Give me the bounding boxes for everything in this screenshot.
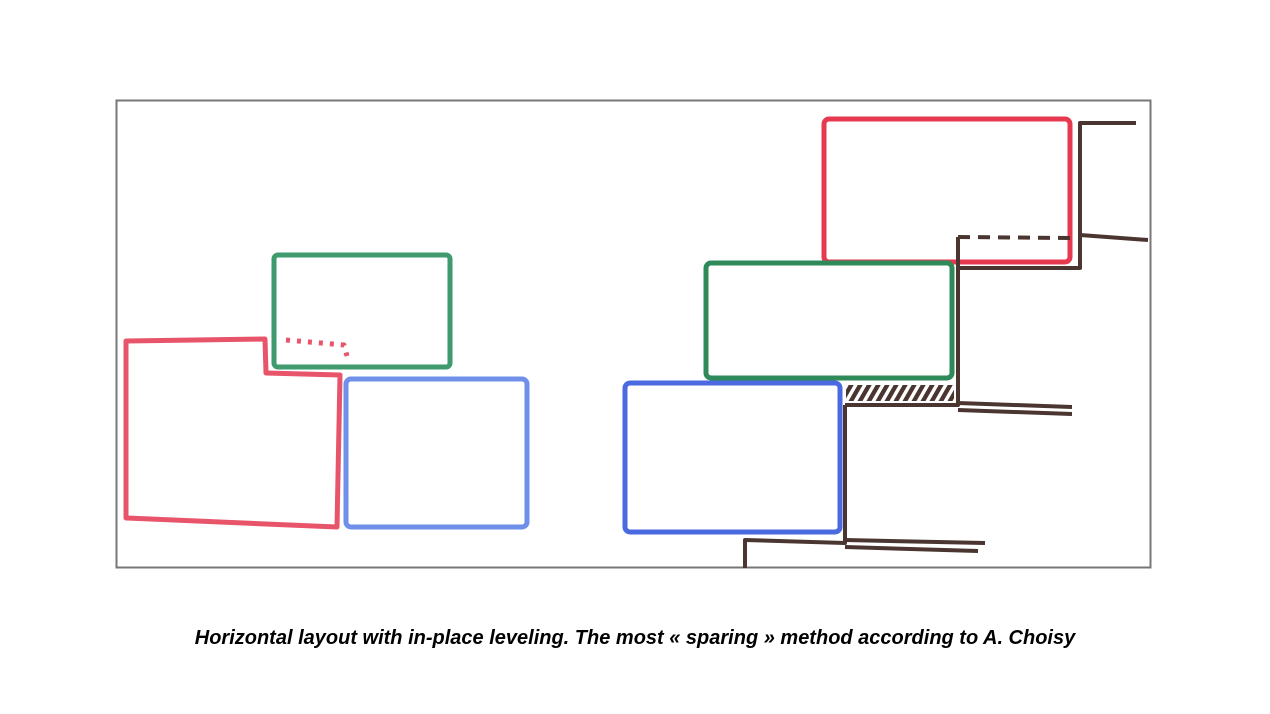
frame — [115, 99, 1152, 569]
left-red-dotted-line — [285, 337, 350, 357]
ground-steps — [743, 121, 1149, 568]
right-blue-block — [622, 380, 843, 535]
right-layout — [622, 116, 1149, 568]
left-blue-block — [343, 376, 530, 530]
left-layout — [123, 252, 530, 530]
right-red-block — [821, 116, 1073, 265]
left-red-block — [123, 336, 343, 530]
figure-caption: Horizontal layout with in-place leveling… — [194, 627, 1076, 649]
hatched-fill — [846, 385, 954, 401]
right-green-block — [703, 260, 955, 381]
left-green-block — [271, 252, 453, 370]
